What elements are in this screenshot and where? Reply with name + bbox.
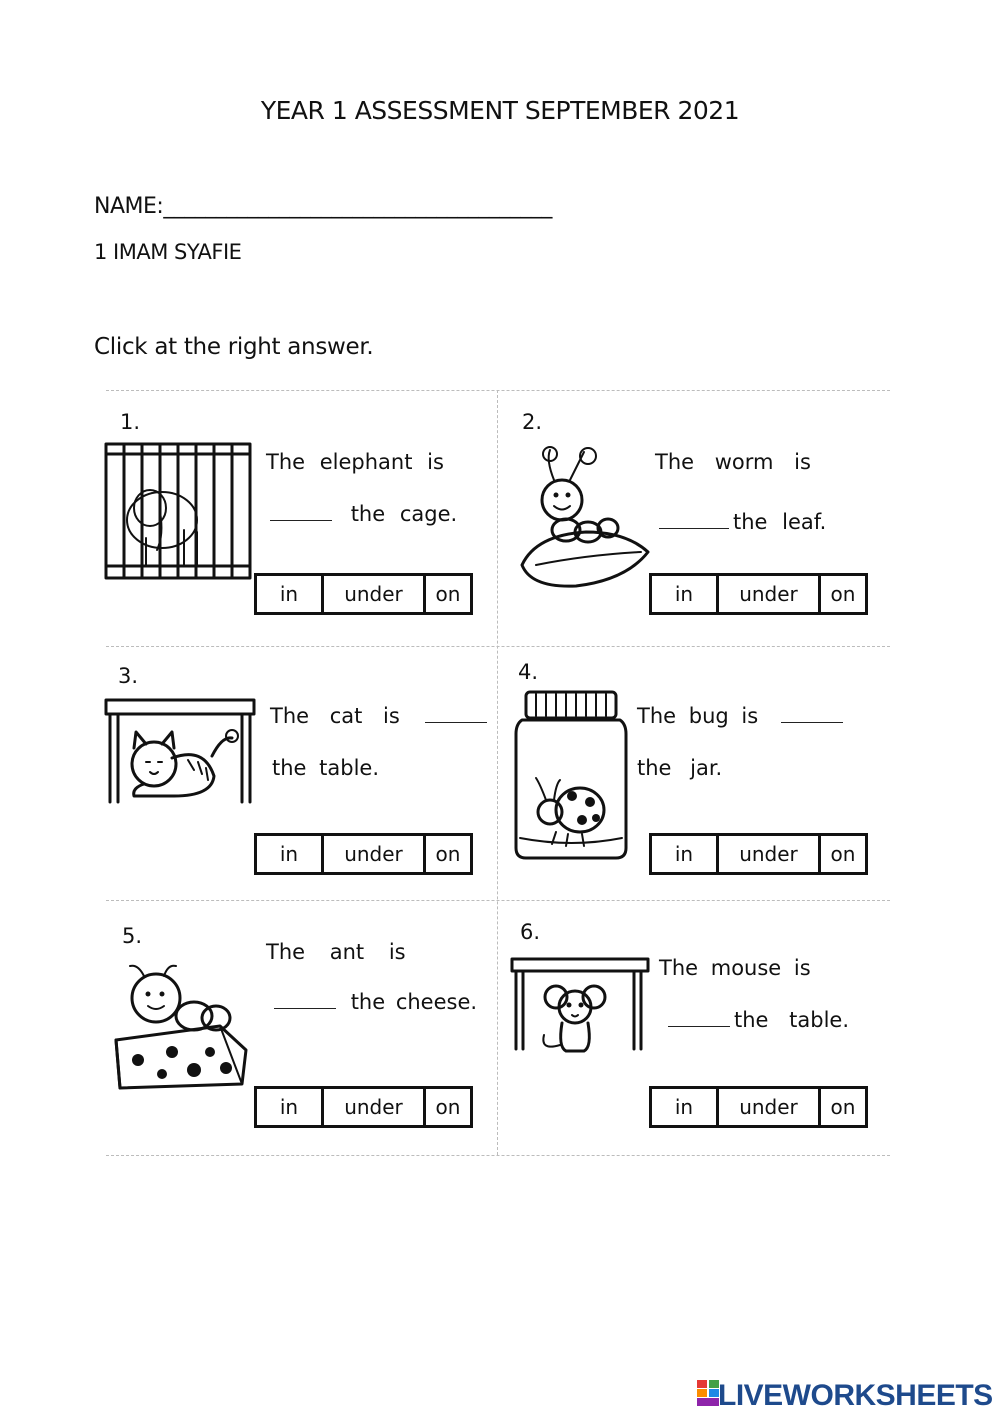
worksheet-title: YEAR 1 ASSESSMENT SEPTEMBER 2021 — [260, 96, 740, 125]
name-label: NAME: — [94, 194, 164, 219]
liveworksheets-brand[interactable]: LIVEWORKSHEETS — [718, 1379, 993, 1412]
option-in[interactable]: in — [257, 836, 324, 872]
sentence-line-2: the cage. — [266, 502, 457, 526]
sentence-line-1: The cat is — [270, 704, 491, 728]
answer-blank — [668, 1026, 730, 1027]
question-number: 4. — [518, 660, 539, 684]
sentence-line-1-text: The cat is — [270, 704, 400, 728]
sentence-line-1: The mouse is — [659, 956, 811, 980]
option-on[interactable]: on — [435, 582, 461, 606]
option-on[interactable]: on — [435, 842, 461, 866]
answer-options: in under on — [649, 573, 868, 615]
option-on[interactable]: on — [830, 842, 856, 866]
mouse-under-table-picture — [510, 957, 650, 1053]
name-blank: _____________________________________ — [163, 194, 552, 219]
sentence-line-2-text: the table. — [734, 1008, 850, 1032]
sentence-line-2: the cheese. — [270, 990, 477, 1014]
option-on[interactable]: on — [435, 1095, 461, 1119]
grid-line — [106, 646, 890, 647]
answer-blank — [424, 722, 487, 723]
option-under[interactable]: under — [324, 576, 426, 612]
sentence-line-1: The bug is — [637, 704, 847, 728]
sentence-line-2-text: the cheese. — [350, 990, 478, 1014]
question-number: 6. — [520, 920, 541, 944]
grid-line — [106, 900, 890, 901]
option-under[interactable]: under — [324, 836, 426, 872]
sentence-line-2: the jar. — [637, 756, 723, 780]
option-in[interactable]: in — [652, 836, 719, 872]
sentence-line-1-text: The bug is — [637, 704, 759, 728]
question-number: 3. — [118, 664, 139, 688]
liveworksheets-logo-icon — [697, 1380, 719, 1406]
elephant-in-cage-picture — [104, 442, 252, 580]
answer-options: in under on — [254, 573, 473, 615]
option-under[interactable]: under — [719, 1089, 821, 1125]
question-number: 2. — [522, 410, 543, 434]
class-name: 1 IMAM SYAFIE — [94, 240, 242, 264]
name-field: NAME:___________________________________… — [94, 194, 552, 219]
option-under[interactable]: under — [719, 576, 821, 612]
sentence-line-2-text: the leaf. — [733, 510, 827, 534]
ant-on-cheese-picture — [114, 964, 248, 1090]
worm-on-leaf-picture — [520, 446, 650, 588]
option-in[interactable]: in — [652, 1089, 719, 1125]
grid-line — [106, 390, 890, 391]
answer-options: in under on — [649, 833, 868, 875]
answer-blank — [780, 722, 843, 723]
option-under[interactable]: under — [324, 1089, 426, 1125]
answer-options: in under on — [649, 1086, 868, 1128]
cat-under-table-picture — [104, 698, 256, 804]
option-on[interactable]: on — [830, 582, 856, 606]
question-number: 5. — [122, 924, 143, 948]
option-under[interactable]: under — [719, 836, 821, 872]
sentence-line-2: the table. — [664, 1008, 849, 1032]
option-on[interactable]: on — [830, 1095, 856, 1119]
answer-blank — [274, 1008, 336, 1009]
sentence-line-2-text: the cage. — [350, 502, 458, 526]
grid-divider — [497, 390, 498, 1155]
answer-options: in under on — [254, 1086, 473, 1128]
sentence-line-1: The elephant is — [266, 450, 444, 474]
sentence-line-1: The ant is — [266, 940, 406, 964]
answer-blank — [270, 520, 332, 521]
instruction: Click at the right answer. — [94, 334, 374, 360]
answer-options: in under on — [254, 833, 473, 875]
question-number: 1. — [120, 410, 141, 434]
sentence-line-1: The worm is — [655, 450, 811, 474]
option-in[interactable]: in — [257, 576, 324, 612]
sentence-line-2: the leaf. — [655, 510, 826, 534]
grid-line — [106, 1155, 890, 1156]
option-in[interactable]: in — [257, 1089, 324, 1125]
sentence-line-2: the table. — [272, 756, 380, 780]
answer-blank — [659, 528, 729, 529]
bug-in-jar-picture — [514, 690, 628, 860]
option-in[interactable]: in — [652, 576, 719, 612]
